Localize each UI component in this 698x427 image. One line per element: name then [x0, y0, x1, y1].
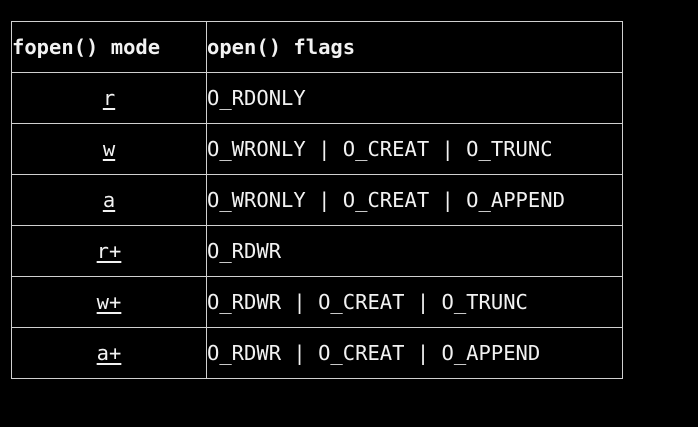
fopen-open-flags-table: fopen() mode open() flags r O_RDONLY w O… — [11, 21, 623, 379]
table-row: r+ O_RDWR — [11, 225, 623, 277]
flags-cell: O_WRONLY | O_CREAT | O_APPEND — [206, 174, 623, 226]
mode-cell: r+ — [11, 225, 207, 277]
mode-link-w-plus[interactable]: w+ — [96, 290, 122, 314]
mode-link-a-plus[interactable]: a+ — [96, 341, 122, 365]
table-row: w+ O_RDWR | O_CREAT | O_TRUNC — [11, 276, 623, 328]
flags-cell: O_RDWR | O_CREAT | O_TRUNC — [206, 276, 623, 328]
mode-cell: w — [11, 123, 207, 175]
header-row: fopen() mode open() flags — [11, 21, 623, 73]
flags-cell: O_RDWR — [206, 225, 623, 277]
mode-cell: a+ — [11, 327, 207, 379]
flags-cell: O_RDONLY — [206, 72, 623, 124]
header-fopen-mode: fopen() mode — [11, 21, 207, 73]
table-row: w O_WRONLY | O_CREAT | O_TRUNC — [11, 123, 623, 175]
mode-link-r-plus[interactable]: r+ — [96, 239, 122, 263]
flags-cell: O_WRONLY | O_CREAT | O_TRUNC — [206, 123, 623, 175]
mode-cell: w+ — [11, 276, 207, 328]
mode-cell: a — [11, 174, 207, 226]
mode-cell: r — [11, 72, 207, 124]
header-open-flags: open() flags — [206, 21, 623, 73]
table-row: a O_WRONLY | O_CREAT | O_APPEND — [11, 174, 623, 226]
table-row: a+ O_RDWR | O_CREAT | O_APPEND — [11, 327, 623, 379]
mode-link-a[interactable]: a — [102, 188, 116, 212]
mode-link-r[interactable]: r — [102, 86, 116, 110]
mode-link-w[interactable]: w — [102, 137, 116, 161]
flags-cell: O_RDWR | O_CREAT | O_APPEND — [206, 327, 623, 379]
table-row: r O_RDONLY — [11, 72, 623, 124]
